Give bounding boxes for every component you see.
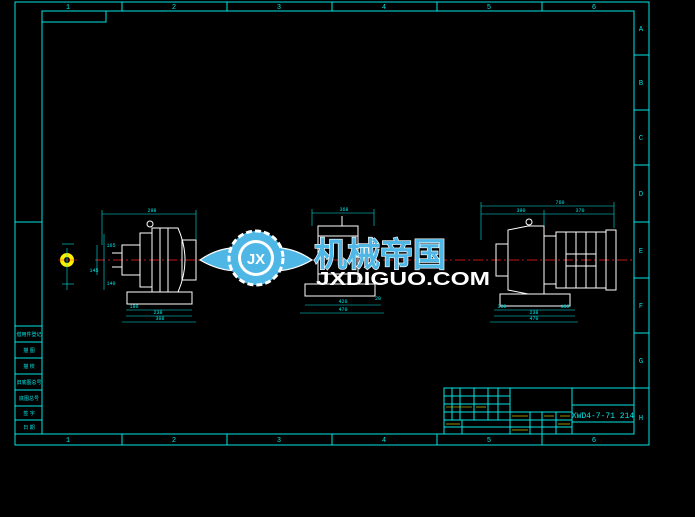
col-label-top-4: 4	[382, 4, 386, 12]
dim-v3-d: 180	[560, 304, 569, 310]
row-label-c: C	[639, 135, 643, 143]
col-label-top-2: 2	[172, 4, 176, 12]
watermark-url: JXDIGUO.COM	[316, 269, 490, 289]
dim-v1-c: 308	[155, 316, 164, 322]
dim-v1-b: 238	[153, 310, 162, 316]
dim-v1-small: 140	[106, 281, 115, 287]
left-panel-row-4: 旧底图总号	[16, 379, 41, 386]
row-label-b: B	[639, 80, 643, 88]
gearbox-view-1-dim-text: 298 180 238 308 165 140 145	[89, 208, 164, 322]
left-panel-row-2: 描 图	[23, 347, 35, 354]
dim-v1-top: 298	[147, 208, 156, 214]
end-view	[58, 243, 77, 290]
left-panel-text: 借用件登记 描 图 描 校 旧底图总号 底图总号 签 字 日 期	[16, 331, 41, 431]
gearbox-view-2	[304, 216, 376, 297]
dim-v3-f: 470	[529, 316, 538, 322]
motor-reducer-view-3-dim-text: 760 390 370 308 180 238 470	[497, 200, 584, 322]
col-label-bot-2: 2	[172, 437, 176, 445]
sheet-frame	[14, 1, 650, 446]
motor-reducer-view-3	[495, 218, 617, 307]
gearbox-view-2-dims	[300, 209, 384, 314]
col-label-bot-6: 6	[592, 437, 596, 445]
dim-v3-c: 308	[497, 304, 506, 310]
column-zone-text: 1 2 3 4 5 6 1 2 3 4 5 6	[66, 4, 596, 445]
left-panel-row-1: 借用件登记	[16, 331, 41, 338]
watermark-logo: JX 机械帝国 JXDIGUO.COM	[198, 229, 490, 289]
dim-v3-a: 390	[516, 208, 525, 214]
col-label-bot-5: 5	[487, 437, 491, 445]
row-label-f: F	[639, 303, 643, 311]
dim-v2-c: 20	[375, 296, 381, 302]
watermark-title: 机械帝国	[314, 235, 446, 274]
column-zone-labels	[121, 2, 543, 445]
gearbox-view-1	[112, 220, 197, 305]
col-label-top-3: 3	[277, 4, 281, 12]
left-panel-row-3: 描 校	[23, 363, 35, 370]
dim-v2-a: 420	[338, 299, 347, 305]
row-label-g: G	[639, 358, 643, 366]
row-label-e: E	[639, 248, 643, 256]
title-block-hatch	[446, 406, 570, 431]
row-label-a: A	[639, 26, 644, 34]
col-label-top-1: 1	[66, 4, 70, 12]
row-label-h: H	[639, 415, 643, 423]
left-panel-row-6: 签 字	[23, 410, 35, 417]
col-label-bot-4: 4	[382, 437, 386, 445]
dim-v1-a: 180	[129, 304, 138, 310]
dim-v3-b: 370	[575, 208, 584, 214]
dim-v2-top: 368	[339, 207, 348, 213]
col-label-bot-1: 1	[66, 437, 70, 445]
col-label-bot-3: 3	[277, 437, 281, 445]
col-label-top-5: 5	[487, 4, 491, 12]
dim-v3-e: 238	[529, 310, 538, 316]
row-label-d: D	[639, 191, 643, 199]
left-panel	[14, 325, 43, 435]
dim-v1-left: 165	[106, 243, 115, 249]
gearbox-view-1-dims	[96, 210, 197, 323]
watermark-emblem: JX	[247, 251, 265, 268]
left-panel-row-7: 日 期	[23, 425, 35, 431]
left-panel-row-5: 底图总号	[19, 395, 39, 402]
dim-v1-h: 145	[89, 268, 98, 274]
motor-reducer-view-3-dims	[480, 202, 615, 323]
dim-v3-total: 760	[555, 200, 564, 206]
title-block	[443, 387, 635, 435]
row-zone-ticks	[634, 54, 649, 389]
gearbox-view-2-dim-text: 368 420 470 20	[338, 207, 381, 313]
drawing-number: XWD4-7-71 214	[572, 412, 635, 421]
col-label-top-6: 6	[592, 4, 596, 12]
dim-v2-b: 470	[338, 307, 347, 313]
row-zone-text: A B C D E F G H	[639, 26, 644, 423]
